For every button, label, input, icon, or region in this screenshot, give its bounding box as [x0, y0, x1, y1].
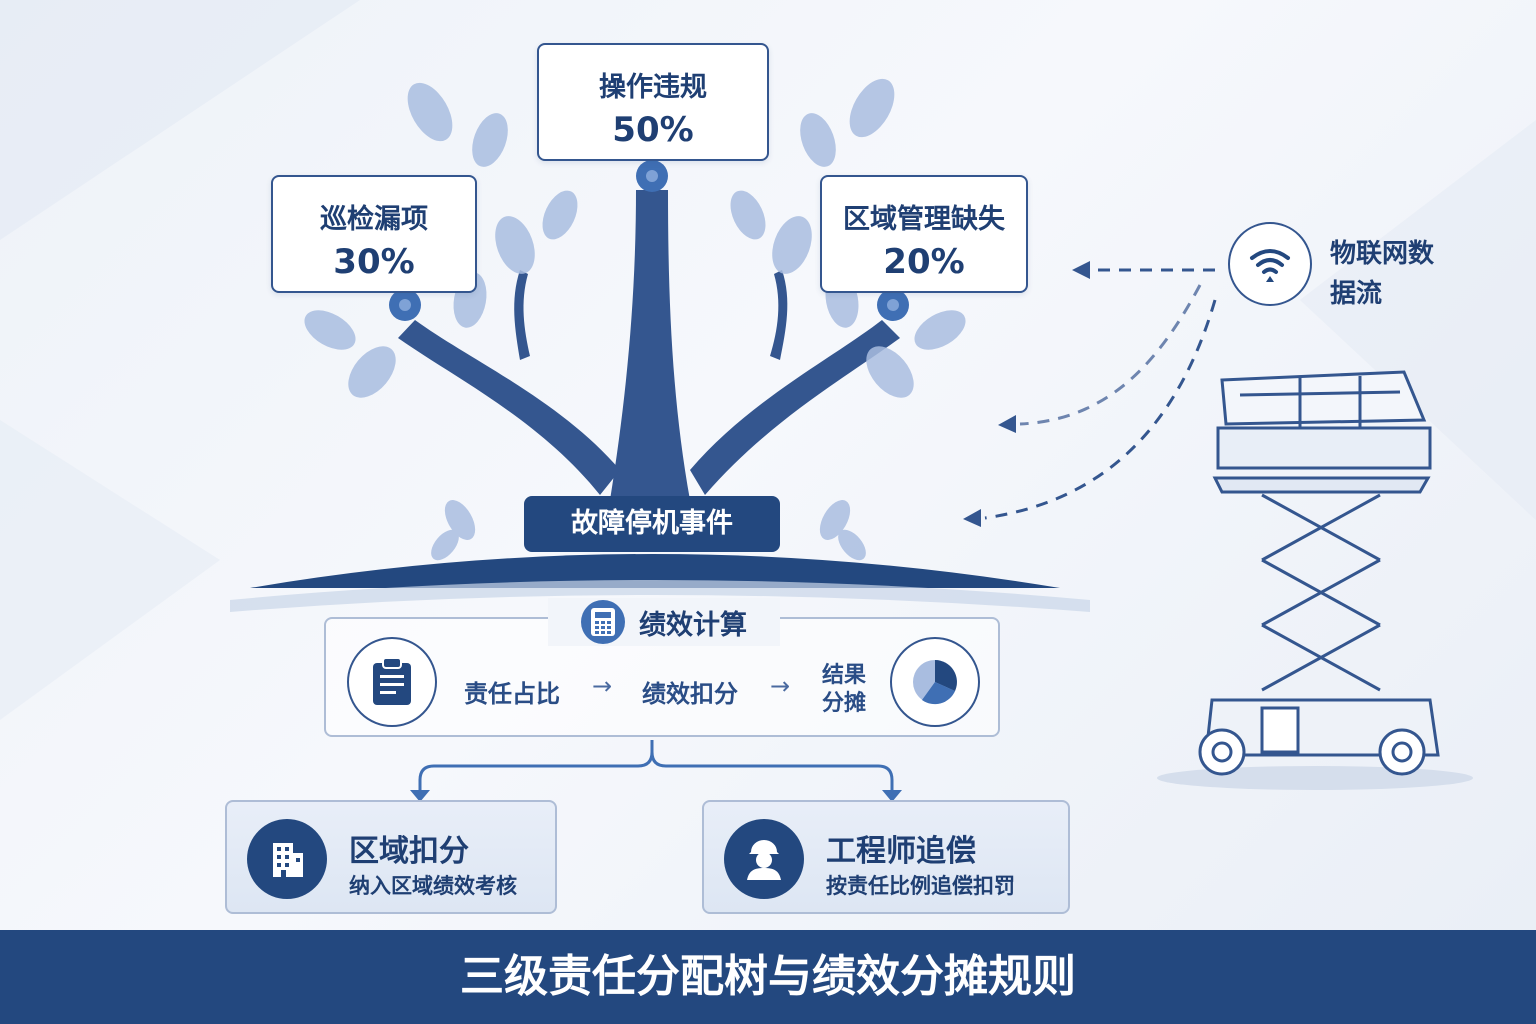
cause-percent: 30% [333, 242, 415, 282]
flow-step-responsibility: 责任占比 [464, 680, 560, 708]
flow-step-allocation: 结果分摊 [822, 663, 867, 716]
performance-header: 绩效计算 [548, 598, 780, 646]
result-connectors [418, 740, 894, 794]
result-title: 区域扣分 [349, 834, 469, 869]
pie-chart-icon [890, 637, 980, 727]
cause-card-inspection: 巡检漏项 30% [271, 175, 477, 293]
root-event-label: 故障停机事件 [524, 496, 780, 552]
engineer-icon [724, 819, 804, 899]
result-card-engineer-recovery: 工程师追偿 按责任比例追偿扣罚 [702, 800, 1070, 914]
wifi-signal-icon [1228, 222, 1312, 306]
result-card-area-deduction: 区域扣分 纳入区域绩效考核 [225, 800, 557, 914]
cause-card-area-management: 区域管理缺失 20% [820, 175, 1028, 293]
result-subtitle: 按责任比例追偿扣罚 [826, 874, 1015, 898]
footer-title: 三级责任分配树与绩效分摊规则 [460, 951, 1076, 1002]
calculator-icon [581, 600, 625, 644]
cause-name: 巡检漏项 [320, 204, 428, 235]
scissor-lift-illustration [1157, 370, 1473, 790]
flow-arrow-icon: → [592, 672, 613, 700]
ground [250, 554, 1060, 588]
tree-trunk [398, 190, 900, 500]
performance-title: 绩效计算 [639, 609, 747, 641]
cause-percent: 20% [883, 242, 965, 282]
cause-percent: 50% [612, 110, 694, 150]
result-subtitle: 纳入区域绩效考核 [349, 874, 517, 898]
cause-card-operation: 操作违规 50% [537, 43, 769, 161]
cause-name: 区域管理缺失 [843, 204, 1005, 235]
iot-data-flow-label: 物联网数据流 [1330, 239, 1435, 309]
clipboard-icon [347, 637, 437, 727]
flow-step-deduction: 绩效扣分 [642, 680, 738, 708]
result-title: 工程师追偿 [826, 834, 976, 869]
cause-name: 操作违规 [599, 72, 707, 103]
iot-data-flow [984, 268, 1217, 520]
flow-arrow-icon: → [770, 672, 791, 700]
footer-banner: 三级责任分配树与绩效分摊规则 [0, 930, 1536, 1024]
building-icon [247, 819, 327, 899]
